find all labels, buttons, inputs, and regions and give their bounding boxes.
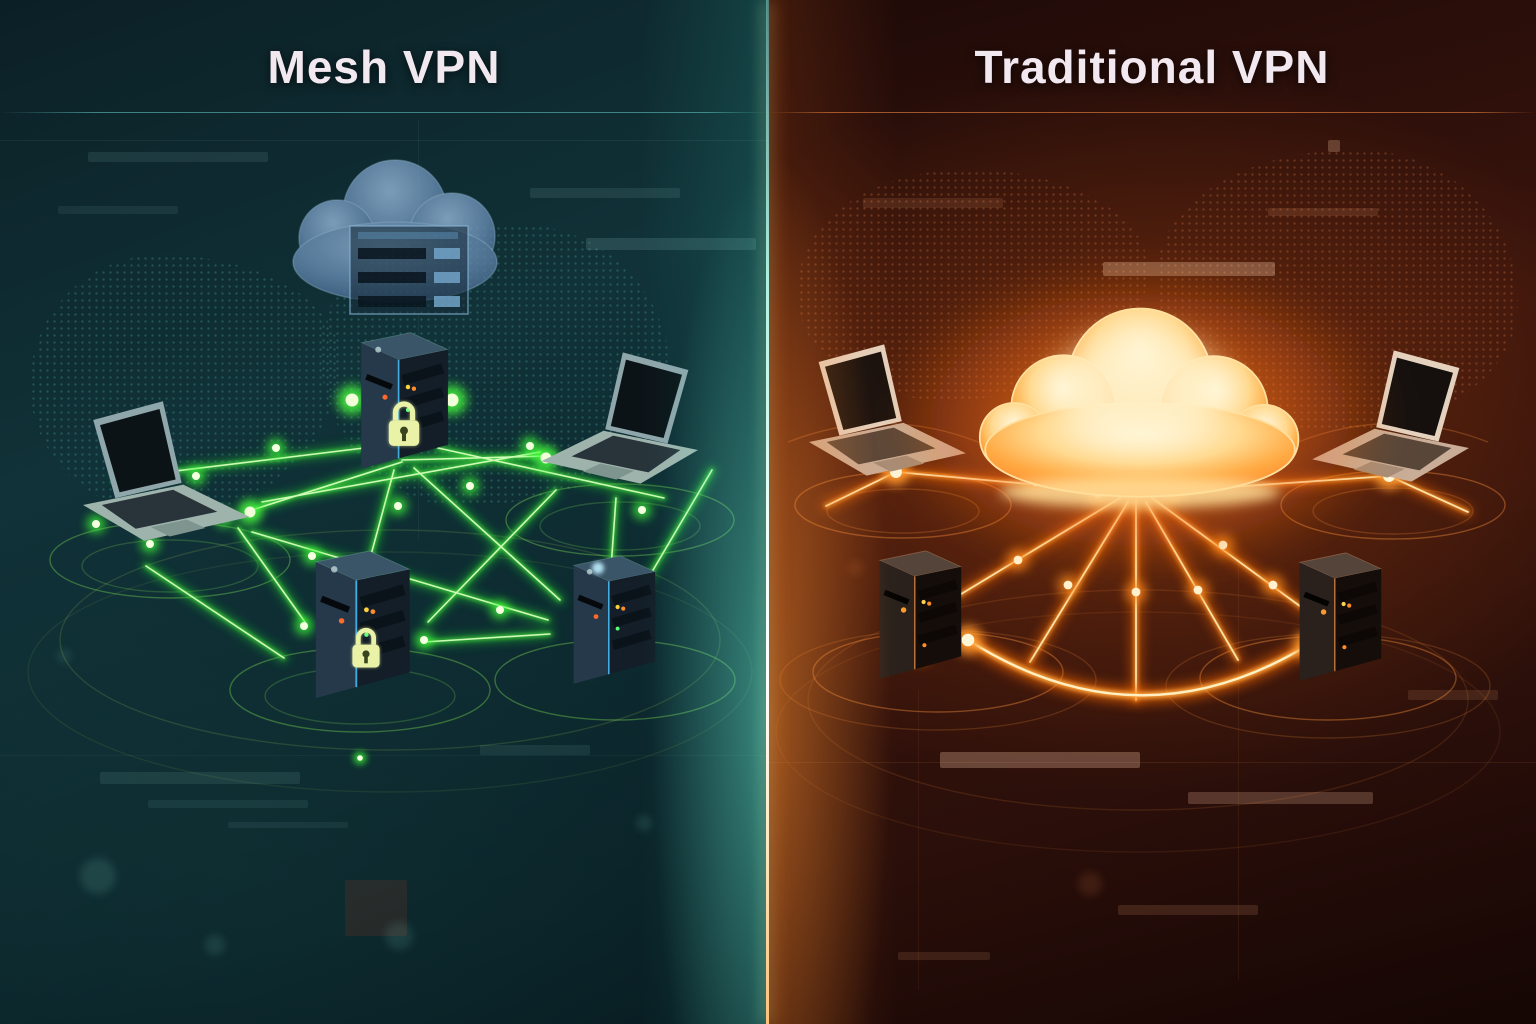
data-streak <box>940 752 1140 768</box>
data-streak <box>1188 792 1373 804</box>
data-streak <box>1268 208 1378 216</box>
laptop-icon <box>83 401 250 541</box>
data-streak <box>345 880 407 936</box>
data-streak <box>898 952 990 960</box>
bokeh-dot <box>80 858 116 894</box>
data-streak <box>586 238 756 250</box>
data-streak <box>1408 690 1498 700</box>
cloud-icon <box>292 159 498 315</box>
hub-spoke-network-art <box>775 260 1506 853</box>
data-streak <box>530 188 680 198</box>
server-icon <box>880 551 962 679</box>
cloud-server-panel <box>349 225 469 315</box>
data-streak <box>100 772 300 784</box>
data-streak <box>148 800 308 808</box>
data-streak <box>480 745 590 755</box>
traditional-vpn-panel: Traditional VPN <box>768 0 1536 1024</box>
bokeh-dot <box>205 935 225 955</box>
mesh-vpn-panel: Mesh VPN <box>0 0 768 1024</box>
data-streak <box>863 198 1003 208</box>
data-streak <box>228 822 348 828</box>
mesh-connections <box>118 448 712 792</box>
grid-line <box>918 690 919 990</box>
grid-line <box>768 762 1536 763</box>
server-icon <box>316 551 410 698</box>
grid-line <box>0 755 768 756</box>
mesh-network-art <box>27 159 753 793</box>
server-icon <box>361 333 448 469</box>
glint <box>592 562 604 574</box>
server-arc-link <box>960 632 1316 703</box>
server-icon <box>1300 553 1382 681</box>
data-streak <box>1118 905 1258 915</box>
server-icon <box>574 556 656 684</box>
data-streak <box>1328 140 1340 152</box>
data-streak <box>58 206 178 214</box>
bokeh-dot <box>636 815 652 831</box>
bokeh-dot <box>1078 872 1102 896</box>
cloud-icon <box>880 260 1400 580</box>
mesh-vpn-title: Mesh VPN <box>267 41 501 93</box>
laptop-icon <box>541 352 698 484</box>
title-underline <box>768 112 1536 113</box>
data-streak <box>88 152 268 162</box>
title-underline <box>0 112 768 113</box>
bokeh-dot <box>56 648 72 664</box>
grid-line <box>418 120 419 540</box>
grid-line <box>0 140 768 141</box>
grid-line <box>1238 560 1239 980</box>
bokeh-dot <box>848 560 864 576</box>
traditional-vpn-title: Traditional VPN <box>974 41 1330 93</box>
bokeh-dot <box>385 922 413 950</box>
